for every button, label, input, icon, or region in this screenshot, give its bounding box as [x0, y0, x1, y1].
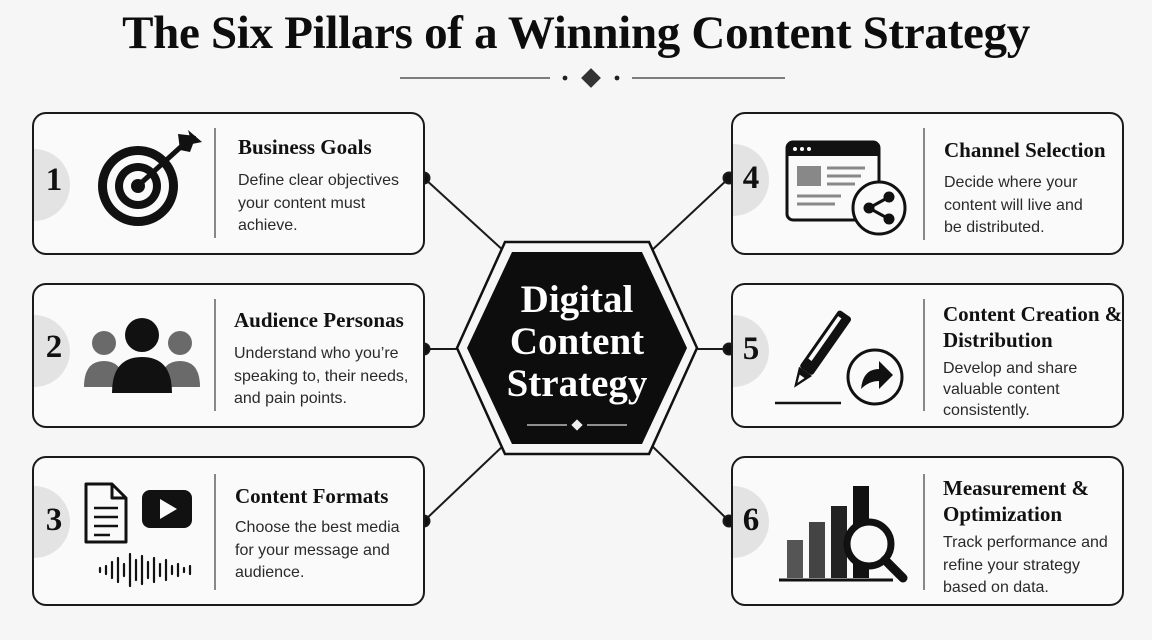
pillar-number: 6	[742, 502, 760, 538]
pen-share-icon	[775, 310, 904, 406]
pillar-title: Audience Personas	[234, 308, 404, 332]
media-formats-icon	[84, 482, 192, 588]
pillar-card-content-creation: 5 Content Creation & Distribution Develo…	[731, 283, 1124, 428]
pillar-title: Content Creation & Distribution	[943, 302, 1123, 352]
pillar-card-measurement: 6 Measurement & Optimization Track perfo…	[731, 456, 1124, 606]
pillar-number: 1	[45, 162, 63, 198]
pillar-number: 2	[45, 329, 63, 365]
pillar-description: Decide where your content will live and …	[944, 174, 1083, 236]
card-separator	[214, 474, 216, 590]
pillar-number: 3	[45, 502, 63, 538]
card-separator	[214, 299, 216, 411]
center-line-1: Digital	[520, 278, 634, 321]
bar-chart-magnifier-icon	[779, 486, 908, 583]
title-divider	[400, 68, 785, 88]
card-separator	[923, 474, 925, 590]
card-separator	[923, 128, 925, 240]
pillar-title: Content Formats	[235, 484, 389, 508]
pillar-card-business-goals: 1 Business Goals Define clear objectives…	[32, 112, 425, 255]
pillar-title: Channel Selection	[944, 138, 1106, 162]
pillar-description: Choose the best media for your message a…	[235, 519, 400, 581]
pillar-card-content-formats: 3 Content Formats Ch	[32, 456, 425, 606]
pillar-title: Business Goals	[238, 135, 372, 159]
pillar-description: Develop and share valuable content consi…	[943, 360, 1078, 419]
center-line-2: Content	[509, 320, 645, 363]
target-arrow-icon	[98, 130, 202, 226]
pillar-description: Track performance and refine your strate…	[943, 534, 1108, 596]
page-title: The Six Pillars of a Winning Content Str…	[122, 7, 1030, 59]
center-hexagon	[455, 240, 699, 456]
pillar-number: 4	[742, 160, 760, 196]
center-title: Digital Content Strategy	[455, 279, 699, 405]
pillar-title: Measurement & Optimization	[943, 476, 1089, 526]
card-separator	[923, 299, 925, 411]
pillar-number: 5	[742, 331, 760, 367]
pillar-description: Define clear objectives your content mus…	[238, 172, 399, 234]
user-group-icon	[84, 318, 200, 393]
card-separator	[214, 128, 216, 238]
center-line-3: Strategy	[506, 362, 648, 405]
pillar-card-channel-selection: 4 Channel Selection Decide where your co…	[731, 112, 1124, 255]
browser-share-icon	[785, 140, 907, 236]
pillar-card-audience-personas: 2 Audience Personas Understand who you’r…	[32, 283, 425, 428]
pillar-description: Understand who you’re speaking to, their…	[234, 345, 409, 407]
